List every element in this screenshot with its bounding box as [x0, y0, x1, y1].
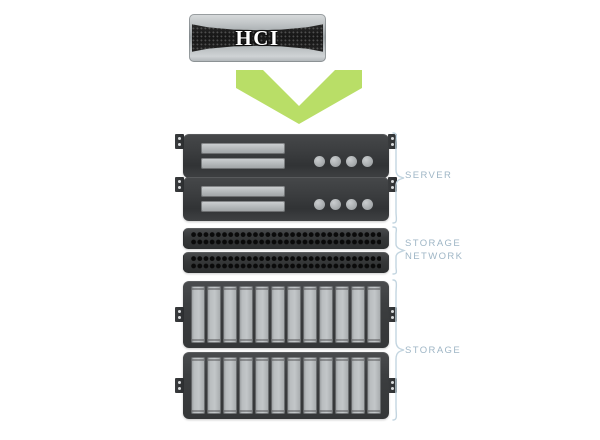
server-indicator-lights	[314, 156, 373, 167]
indicator-light-icon	[362, 199, 373, 210]
hci-appliance-label: HCI	[235, 26, 280, 50]
storage-array-1	[175, 281, 397, 348]
rack-ear-right-icon	[388, 134, 397, 149]
indicator-light-icon	[362, 156, 373, 167]
server-drive-bay	[201, 201, 285, 212]
rack-ear-right-icon	[388, 307, 397, 322]
group-label-storage-network: STORAGE NETWORK	[405, 238, 464, 262]
rack-ear-left-icon	[175, 307, 184, 322]
drive-bay	[223, 357, 237, 414]
drive-bay	[239, 286, 253, 343]
down-chevron-icon	[236, 70, 362, 124]
network-switch-2	[183, 252, 389, 273]
rack-ear-left-icon	[175, 134, 184, 149]
rack-ear-right-icon	[388, 231, 389, 246]
hci-appliance: HCI	[189, 14, 326, 62]
rack-ear-right-icon	[388, 255, 389, 270]
drive-bay	[303, 357, 317, 414]
brace-server	[389, 132, 409, 229]
rack-ear-left-icon	[175, 378, 184, 393]
drive-bay	[335, 357, 349, 414]
network-switch-1	[183, 228, 389, 249]
drive-bay	[207, 357, 221, 414]
group-label-storage: STORAGE	[405, 345, 462, 356]
drive-bay	[303, 286, 317, 343]
server-drive-bay	[201, 143, 285, 154]
rack-ear-left-icon	[183, 231, 184, 246]
group-label-server: SERVER	[405, 170, 453, 181]
storage-drive-bays	[190, 357, 382, 414]
indicator-light-icon	[314, 199, 325, 210]
indicator-light-icon	[314, 156, 325, 167]
indicator-light-icon	[330, 199, 341, 210]
server-unit-2	[175, 177, 397, 221]
rack-ear-right-icon	[388, 177, 397, 192]
brace-storage-network	[389, 226, 409, 280]
drive-bay	[367, 286, 381, 343]
drive-bay	[319, 357, 333, 414]
drive-bay	[223, 286, 237, 343]
server-drive-bay	[201, 186, 285, 197]
drive-bay	[351, 357, 365, 414]
drive-bay	[271, 357, 285, 414]
drive-bay	[351, 286, 365, 343]
switch-port-array	[191, 255, 381, 270]
brace-storage	[389, 279, 409, 426]
rack-ear-left-icon	[183, 255, 184, 270]
switch-port-array	[191, 231, 381, 246]
drive-bay	[287, 357, 301, 414]
drive-bay	[207, 286, 221, 343]
drive-bay	[239, 357, 253, 414]
storage-drive-bays	[190, 286, 382, 343]
drive-bay	[367, 357, 381, 414]
server-drive-bay	[201, 158, 285, 169]
server-indicator-lights	[314, 199, 373, 210]
drive-bay	[191, 357, 205, 414]
drive-bay	[191, 286, 205, 343]
drive-bay	[287, 286, 301, 343]
drive-bay	[255, 286, 269, 343]
server-unit-1	[175, 134, 397, 178]
drive-bay	[255, 357, 269, 414]
drive-bay	[271, 286, 285, 343]
rack-ear-left-icon	[175, 177, 184, 192]
storage-array-2	[175, 352, 397, 419]
indicator-light-icon	[330, 156, 341, 167]
indicator-light-icon	[346, 156, 357, 167]
indicator-light-icon	[346, 199, 357, 210]
drive-bay	[319, 286, 333, 343]
drive-bay	[335, 286, 349, 343]
rack-ear-right-icon	[388, 378, 397, 393]
